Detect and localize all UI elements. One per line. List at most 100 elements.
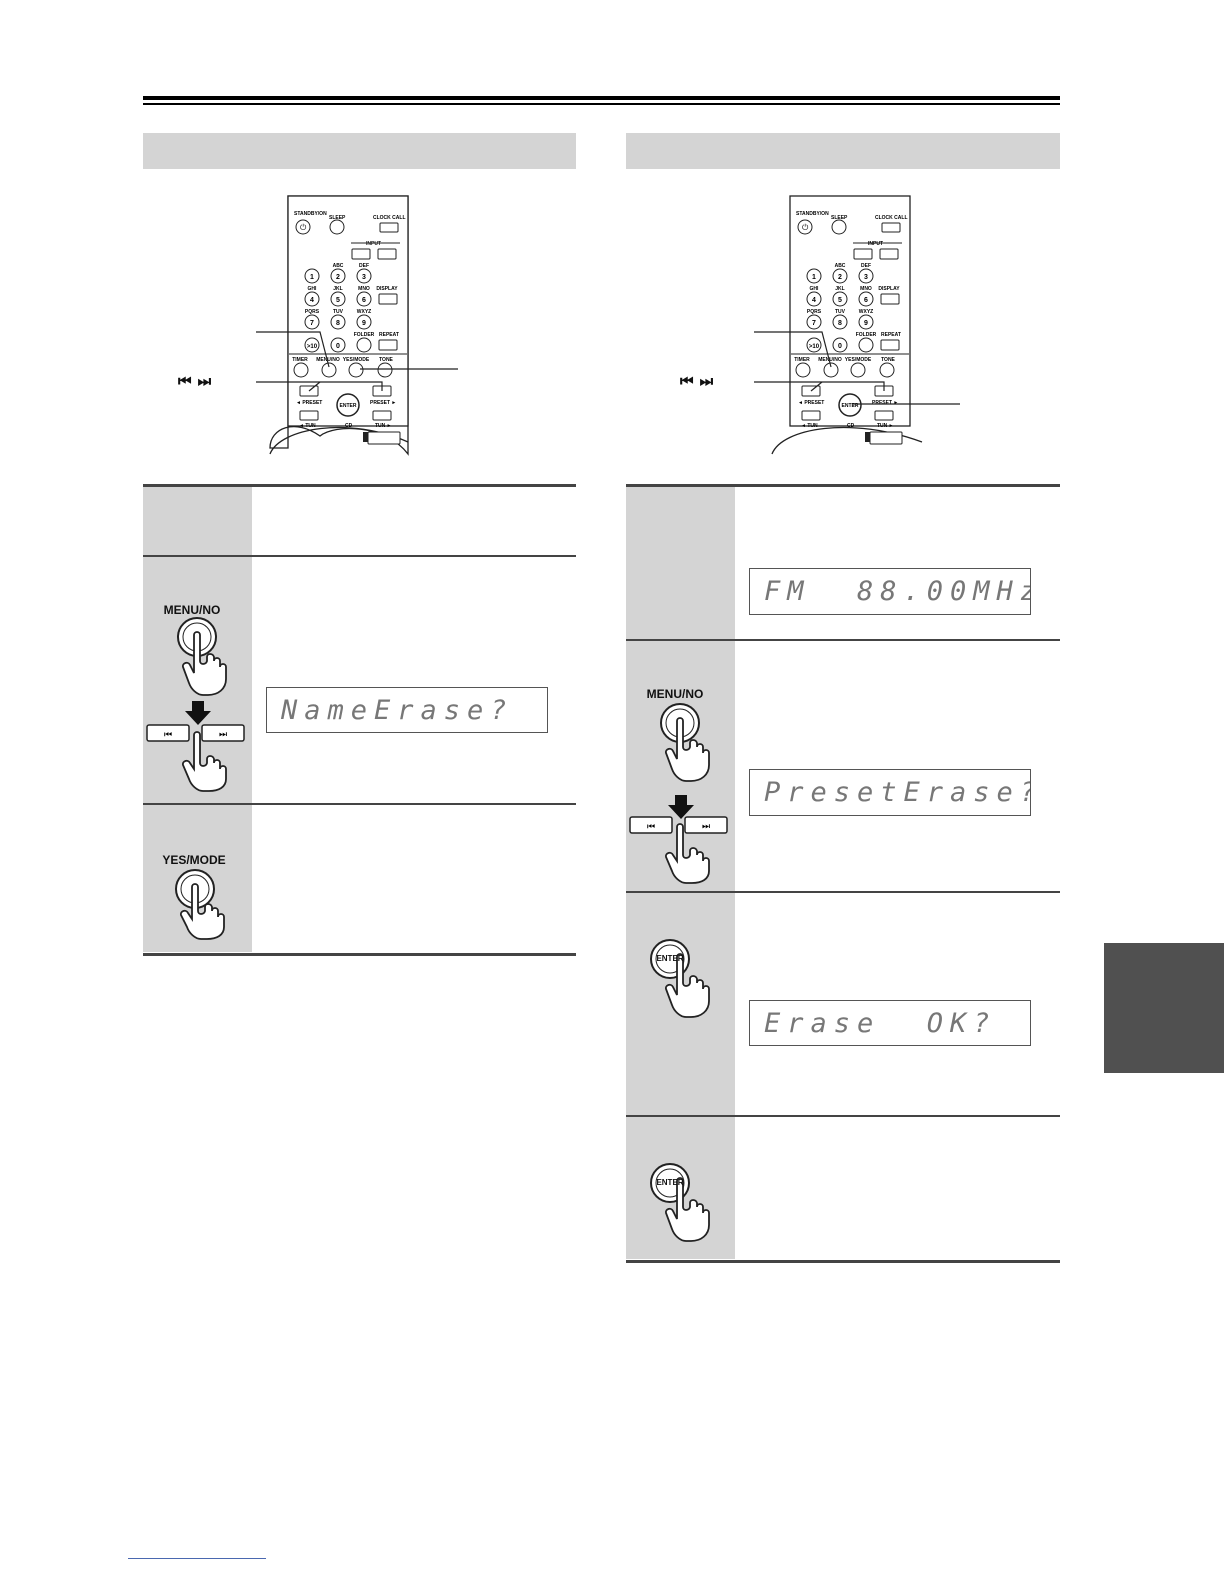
svg-text:6: 6 <box>362 297 366 304</box>
remote-right-label-standby: STANDBY/ON <box>796 211 829 217</box>
left-steps-table: MENU/NO ⏮ ⏭ NameErase? YES/MODE <box>143 484 576 956</box>
svg-text:2: 2 <box>336 274 340 281</box>
remote-right-label-input: INPUT <box>868 241 883 247</box>
svg-text:JKL: JKL <box>835 286 844 292</box>
right-step-3-lcd-display: Erase OK? 4CH <box>749 1000 1031 1046</box>
right-section-heading-bar <box>626 133 1060 169</box>
svg-text:7: 7 <box>812 320 816 327</box>
remote-label-clock-call: CLOCK CALL <box>373 215 406 221</box>
svg-text:5: 5 <box>838 297 842 304</box>
left-step-3: YES/MODE <box>143 803 576 952</box>
remote-right-label-folder: FOLDER <box>856 332 877 338</box>
svg-text:4: 4 <box>812 297 816 304</box>
svg-text:4: 4 <box>310 297 314 304</box>
remote-label-tun-right: TUN ► <box>375 423 392 429</box>
right-step-1-lcd-text: FM 88.00MHz 4 <box>764 576 1031 607</box>
svg-text:0: 0 <box>838 343 842 350</box>
right-step-3: ENTER Erase OK? 4CH <box>626 891 1060 1115</box>
svg-text:ABC: ABC <box>333 263 344 269</box>
left-step-1-gray-band <box>143 487 252 555</box>
remote-label-menu-no: MENU/NO <box>316 357 340 363</box>
remote-right-label-menu-no: MENU/NO <box>818 357 842 363</box>
skip-buttons-callout-right: ⏮ ⏭ <box>680 373 715 390</box>
right-step-1-gray-band <box>626 487 735 639</box>
svg-text:MNO: MNO <box>358 286 370 292</box>
svg-text:DEF: DEF <box>861 263 871 269</box>
remote-label-timer: TIMER <box>292 357 308 363</box>
remote-label-enter: ENTER <box>340 403 357 409</box>
right-step-2-lcd-display: PresetErase? <box>749 769 1031 816</box>
left-step-2-press-icon: ⏮ ⏭ <box>146 617 245 792</box>
right-steps-table: FM 88.00MHz 4CH MENU/NO ⏮ ⏭ PresetErase? <box>626 484 1060 1263</box>
left-section-heading-bar <box>143 133 576 169</box>
right-step-1-lcd-display: FM 88.00MHz 4CH <box>749 568 1031 615</box>
svg-text:⏮: ⏮ <box>164 730 172 740</box>
right-step-4-button-label: ENTER <box>656 1178 684 1187</box>
svg-text:JKL: JKL <box>333 286 342 292</box>
right-step-2-button-label: MENU/NO <box>646 687 704 701</box>
remote-right-label-tone: TONE <box>881 357 895 363</box>
svg-text:3: 3 <box>864 274 868 281</box>
svg-text:PQRS: PQRS <box>807 309 822 315</box>
svg-text:8: 8 <box>838 320 842 327</box>
left-step-1 <box>143 487 576 555</box>
remote-right-label-repeat: REPEAT <box>881 332 901 338</box>
left-step-2: MENU/NO ⏮ ⏭ NameErase? <box>143 555 576 803</box>
remote-right-label-preset-left: ◄ PRESET <box>798 400 824 406</box>
remote-right-label-sleep: SLEEP <box>831 215 848 221</box>
svg-text:9: 9 <box>864 320 868 327</box>
remote-label-folder: FOLDER <box>354 332 375 338</box>
right-step-4-press-icon <box>650 1163 710 1242</box>
remote-label-preset-left: ◄ PRESET <box>296 400 322 406</box>
left-step-2-lcd-text: NameErase? <box>281 694 514 726</box>
svg-text:⏻: ⏻ <box>300 223 307 232</box>
remote-right-label-yes-mode: YES/MODE <box>845 357 872 363</box>
remote-label-repeat: REPEAT <box>379 332 399 338</box>
svg-text:9: 9 <box>362 320 366 327</box>
right-step-3-press-icon <box>650 939 710 1018</box>
svg-text:⏮: ⏮ <box>647 822 655 832</box>
svg-text:TUV: TUV <box>835 309 846 315</box>
svg-text:3: 3 <box>362 274 366 281</box>
remote-label-cd: CD <box>345 423 353 429</box>
right-step-2: MENU/NO ⏮ ⏭ PresetErase? <box>626 639 1060 891</box>
svg-text:TUV: TUV <box>333 309 344 315</box>
remote-right-label-enter: ENTER <box>842 403 859 409</box>
svg-text:>10: >10 <box>809 344 820 350</box>
svg-text:DEF: DEF <box>359 263 369 269</box>
remote-label-yes-mode: YES/MODE <box>343 357 370 363</box>
remote-control-illustration-left: STANDBY/ON ⏻ SLEEP CLOCK CALL INPUT 1 2 … <box>256 195 458 456</box>
svg-text:5: 5 <box>336 297 340 304</box>
svg-text:PQRS: PQRS <box>305 309 320 315</box>
remote-right-label-tun-right: TUN ► <box>877 423 894 429</box>
footer-link-underline[interactable] <box>128 1558 266 1559</box>
svg-text:MNO: MNO <box>860 286 872 292</box>
svg-text:7: 7 <box>310 320 314 327</box>
remote-right-label-cd: CD <box>847 423 855 429</box>
remote-label-tun-left: ◄ TUN <box>299 423 316 429</box>
right-step-4: ENTER <box>626 1115 1060 1259</box>
left-step-2-button-label: MENU/NO <box>163 603 221 617</box>
left-step-3-button-label: YES/MODE <box>162 853 226 867</box>
remote-label-sleep: SLEEP <box>329 215 346 221</box>
svg-text:0: 0 <box>336 343 340 350</box>
svg-text:2: 2 <box>838 274 842 281</box>
remote-right-label-display: DISPLAY <box>878 286 900 292</box>
right-step-1: FM 88.00MHz 4CH <box>626 487 1060 639</box>
svg-text:WXYZ: WXYZ <box>859 309 873 315</box>
remote-label-preset-right: PRESET ► <box>370 400 396 406</box>
skip-buttons-callout-left: ⏮ ⏭ <box>178 373 213 390</box>
remote-label-input: INPUT <box>366 241 381 247</box>
svg-text:>10: >10 <box>307 344 318 350</box>
svg-text:WXYZ: WXYZ <box>357 309 371 315</box>
remote-right-label-clock-call: CLOCK CALL <box>875 215 908 221</box>
left-step-3-press-icon <box>175 869 225 940</box>
remote-right-label-tun-left: ◄ TUN <box>801 423 818 429</box>
chapter-side-tab <box>1104 943 1224 1073</box>
svg-text:⏻: ⏻ <box>802 223 809 232</box>
right-step-2-press-icon: ⏮ ⏭ <box>629 703 728 884</box>
svg-text:⏭: ⏭ <box>219 730 227 740</box>
remote-label-standby: STANDBY/ON <box>294 211 327 217</box>
svg-text:GHI: GHI <box>810 286 820 292</box>
remote-control-illustration-right: STANDBY/ON ⏻ SLEEP CLOCK CALL INPUT 1 2 … <box>754 195 960 455</box>
